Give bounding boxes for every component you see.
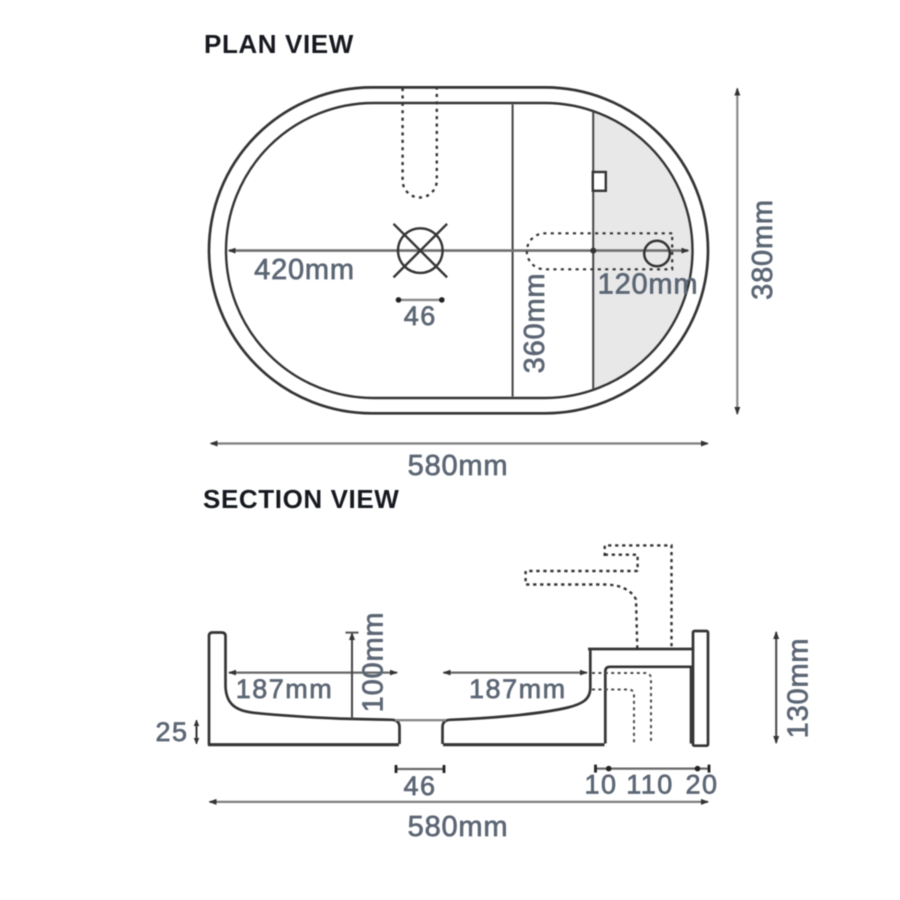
svg-text:187mm: 187mm	[236, 674, 334, 704]
svg-text:SECTION VIEW: SECTION VIEW	[203, 484, 399, 514]
svg-text:360mm: 360mm	[519, 273, 551, 374]
svg-text:PLAN VIEW: PLAN VIEW	[204, 29, 354, 59]
svg-text:110: 110	[626, 770, 674, 800]
svg-text:580mm: 580mm	[408, 811, 509, 843]
svg-text:10: 10	[584, 770, 617, 800]
svg-text:46: 46	[404, 301, 437, 331]
svg-text:25: 25	[155, 717, 188, 747]
svg-text:420mm: 420mm	[254, 254, 355, 286]
svg-text:580mm: 580mm	[408, 450, 509, 482]
svg-text:130mm: 130mm	[783, 638, 815, 739]
svg-text:46: 46	[403, 771, 436, 801]
svg-text:100mm: 100mm	[358, 612, 390, 713]
svg-text:120mm: 120mm	[598, 269, 699, 301]
svg-text:380mm: 380mm	[747, 199, 779, 300]
svg-text:20: 20	[685, 770, 718, 800]
svg-text:187mm: 187mm	[469, 674, 567, 704]
